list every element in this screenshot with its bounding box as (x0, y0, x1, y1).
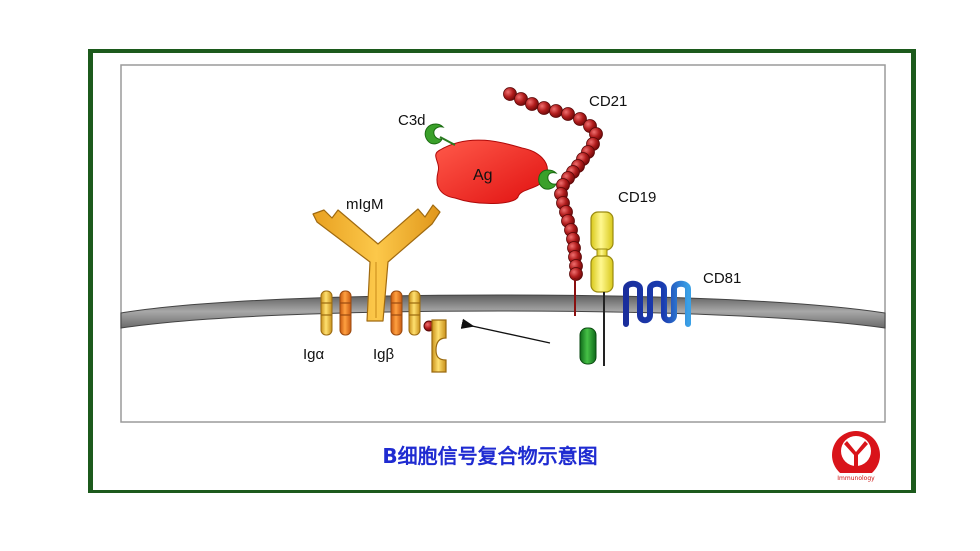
cd81-tetraspanin (623, 280, 691, 327)
ig-beta-heterodimer (390, 290, 421, 336)
ig-alpha-heterodimer (320, 290, 352, 336)
migm-label: mIgM (346, 196, 384, 213)
cd21-bead (561, 107, 575, 121)
ig-beta-label: Igβ (373, 346, 395, 363)
signal-arrow (460, 318, 551, 344)
antigen-label: Ag (473, 167, 493, 184)
immunology-logo: Immunology (830, 431, 882, 482)
c3d-fragment-2 (538, 169, 558, 190)
antigen (435, 139, 548, 205)
cd19-label: CD19 (618, 189, 656, 206)
cd21-chain (503, 87, 603, 281)
cd21-bead (573, 112, 587, 126)
ig-alpha-label: Igα (303, 346, 325, 363)
diagram-caption: B细胞信号复合物示意图 (382, 444, 598, 468)
c3d-fragment (424, 123, 445, 145)
logo-text: Immunology (837, 475, 875, 482)
inner-panel (120, 64, 886, 423)
c3d-label: C3d (398, 112, 426, 129)
syk-kinase (431, 319, 447, 373)
migm-receptor (312, 204, 441, 322)
cd81-label: CD81 (703, 270, 741, 287)
cd21-bead (537, 101, 551, 115)
cd21-bead (525, 97, 539, 111)
cd21-label: CD21 (589, 93, 627, 110)
cytoplasmic-molecule (579, 327, 597, 365)
c3d-linker (439, 136, 456, 146)
cd21-bead (549, 104, 563, 118)
cd19-coreceptor (590, 211, 614, 366)
